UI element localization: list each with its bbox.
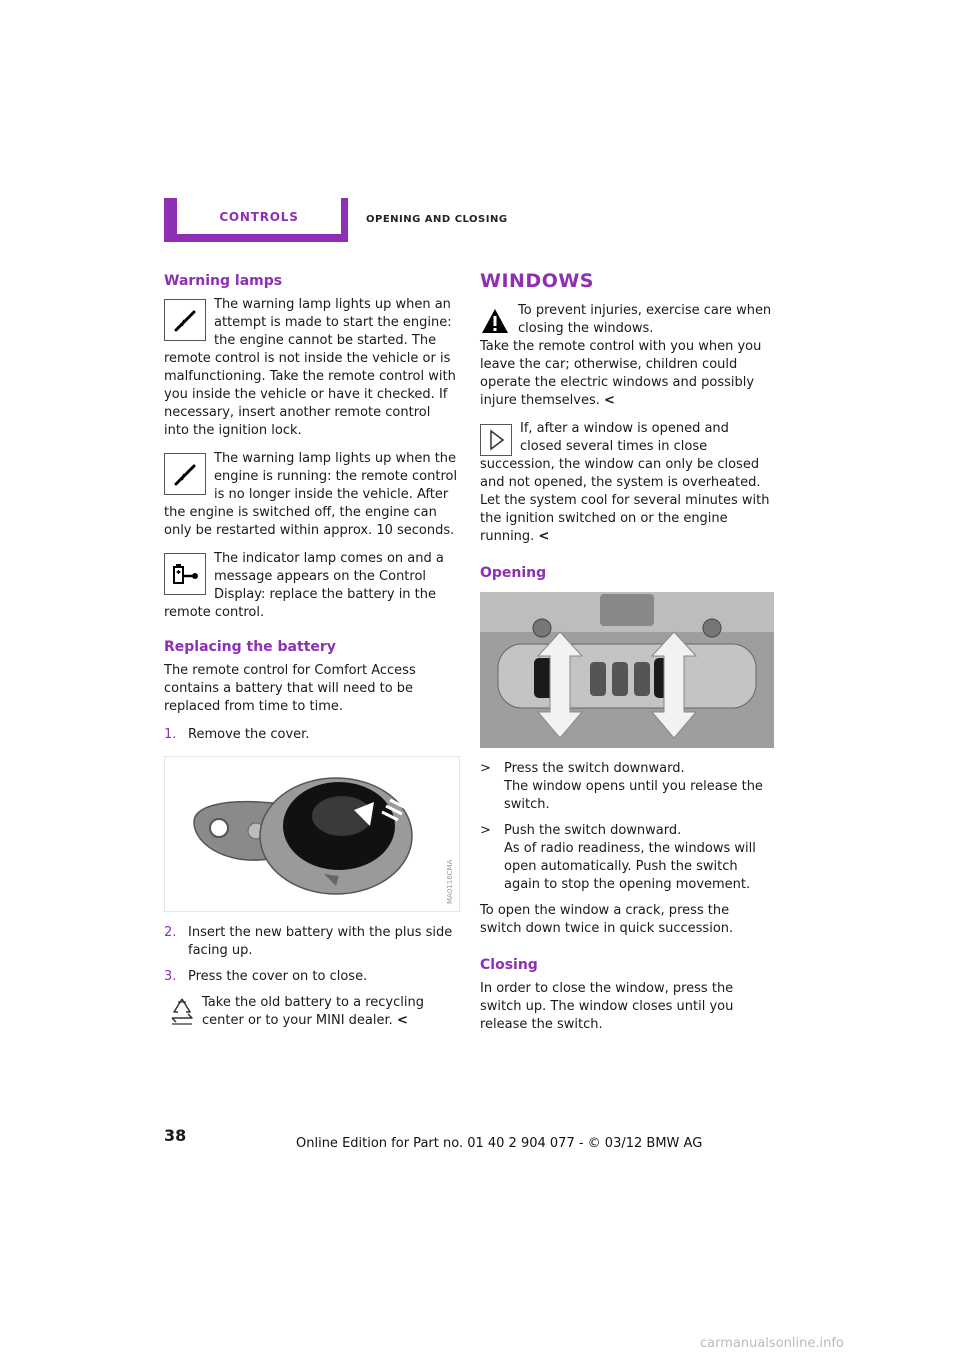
- battery-key-icon: [164, 553, 206, 595]
- bullet-detail: The window opens until you release the s…: [504, 779, 763, 812]
- indicator-lamp-3-text: The indicator lamp comes on and a messag…: [164, 551, 444, 620]
- right-column: Windows To prevent injuries, exercise ca…: [480, 270, 774, 1044]
- crack-text: To open the window a crack, press the sw…: [480, 903, 734, 936]
- bullet-detail: As of radio readiness, the windows will …: [504, 841, 756, 892]
- battery-step: 2. Insert the new battery with the plus …: [164, 924, 458, 960]
- key-warning-icon: [164, 453, 206, 495]
- indicator-lamp-3: The indicator lamp comes on and a messag…: [164, 550, 458, 622]
- note-triangle-icon: [480, 424, 512, 456]
- opening-heading: Opening: [480, 565, 547, 581]
- battery-step: 1. Remove the cover.: [164, 726, 458, 744]
- key-warning-icon: [164, 299, 206, 341]
- remote-cover-illustration: MA0116CMA: [163, 755, 461, 913]
- warning-rest: Take the remote control with you when yo…: [480, 339, 762, 408]
- recycle-icon: [164, 994, 200, 1030]
- edition-line: Online Edition for Part no. 01 40 2 904 …: [296, 1136, 703, 1151]
- watermark: carmanualsonline.info: [700, 1336, 844, 1351]
- remote-control-figure: MA0116CMA: [163, 755, 461, 913]
- windows-heading: Windows: [480, 270, 594, 292]
- bullet-mark: >: [480, 823, 491, 838]
- note-text: If, after a window is opened and closed …: [480, 421, 770, 544]
- warning-lamp-2-text: The warning lamp lights up when the engi…: [164, 451, 458, 538]
- chapter-title: Controls: [219, 210, 299, 224]
- step-text: Remove the cover.: [188, 727, 310, 742]
- replacing-battery-heading: Replacing the battery: [164, 639, 336, 655]
- battery-step: 3. Press the cover on to close.: [164, 968, 458, 986]
- closing-heading: Closing: [480, 957, 538, 973]
- windows-warning: To prevent injuries, exercise care when …: [480, 302, 772, 410]
- opening-bullet: > Push the switch downward. As of radio …: [480, 822, 772, 894]
- figure-code: MA0116CMA: [446, 859, 454, 904]
- overheat-note: If, after a window is opened and closed …: [480, 420, 772, 546]
- step-text: Insert the new battery with the plus sid…: [188, 925, 453, 958]
- step-number: 2.: [164, 925, 177, 940]
- warning-triangle-icon: [480, 306, 510, 336]
- end-mark: <: [396, 1013, 408, 1028]
- replacing-battery-intro: The remote control for Comfort Access co…: [164, 663, 416, 714]
- warning-lamps-heading: Warning lamps: [164, 273, 283, 289]
- page-number: 38: [164, 1126, 187, 1145]
- tab-border-right: [341, 198, 348, 242]
- closing-text: In order to close the window, press the …: [480, 981, 734, 1032]
- step-number: 3.: [164, 969, 177, 984]
- warning-lamp-2: The warning lamp lights up when the engi…: [164, 450, 458, 540]
- step-number: 1.: [164, 727, 177, 742]
- bullet-mark: >: [480, 761, 491, 776]
- opening-bullet: > Press the switch downward. The window …: [480, 760, 772, 814]
- warning-lamp-1: The warning lamp lights up when an attem…: [164, 296, 458, 440]
- recycle-note-text: Take the old battery to a recycling cent…: [202, 995, 424, 1028]
- battery-steps: 1. Remove the cover. MA0116CMA 2. Insert…: [163, 726, 461, 986]
- left-column: Warning lamps The warning lamp lights up…: [163, 272, 461, 1040]
- opening-bullets: > Press the switch downward. The window …: [480, 760, 772, 894]
- warning-first: To prevent injuries, exercise care when …: [518, 303, 772, 336]
- tab-border-bottom: [164, 234, 348, 242]
- warning-lamp-1-text: The warning lamp lights up when an attem…: [164, 297, 456, 438]
- end-mark: <: [604, 393, 615, 408]
- bullet-title: Push the switch downward.: [504, 823, 682, 838]
- window-switch-illustration: [480, 592, 774, 748]
- window-switch-figure: [480, 592, 774, 748]
- section-title: Opening and closing: [366, 214, 508, 225]
- bullet-title: Press the switch downward.: [504, 761, 685, 776]
- recycle-note: Take the old battery to a recycling cent…: [164, 994, 458, 1040]
- end-mark: <: [538, 529, 550, 544]
- step-text: Press the cover on to close.: [188, 969, 368, 984]
- tab-border-left: [164, 198, 177, 242]
- chapter-tab: Controls: [164, 198, 348, 242]
